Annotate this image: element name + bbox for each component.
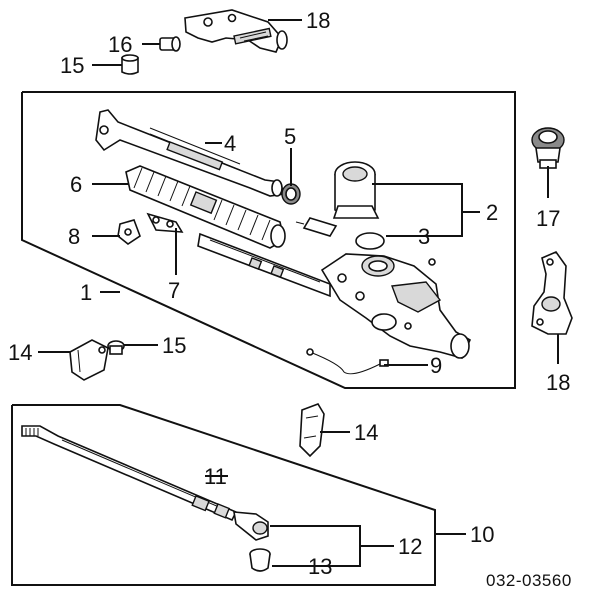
diagram-code: 032-03560 — [486, 571, 572, 590]
callout-14-right: 14 — [354, 420, 378, 445]
grommet-15-mid — [107, 340, 125, 355]
callout-4: 4 — [224, 131, 236, 156]
mount-bracket-right — [531, 251, 573, 335]
bushing-16 — [159, 36, 181, 52]
callout-8: 8 — [68, 224, 80, 249]
callout-13: 13 — [308, 554, 332, 579]
callout-2: 2 — [486, 200, 498, 225]
clip-7 — [146, 212, 184, 233]
seal-ring-5 — [281, 183, 301, 205]
tie-rod-nut-13 — [249, 548, 271, 572]
tie-rod-11 — [21, 425, 238, 522]
callout-7: 7 — [168, 278, 180, 303]
tie-rod-end-12 — [233, 511, 269, 541]
callout-1: 1 — [80, 280, 92, 305]
callout-3: 3 — [418, 224, 430, 249]
callout-14-left: 14 — [8, 340, 32, 365]
rack-boot-6 — [125, 165, 286, 249]
mount-plate-14-right — [299, 403, 325, 458]
tie-rod-boundary — [11, 404, 436, 586]
callout-18-top: 18 — [306, 8, 330, 33]
callout-11: 11 — [204, 464, 227, 489]
grommet-15-top — [121, 54, 139, 75]
mount-cap-17 — [531, 127, 565, 169]
mount-bracket-top — [184, 9, 288, 53]
mount-plate-14-left — [69, 339, 109, 381]
callout-6: 6 — [70, 172, 82, 197]
callout-15-top: 15 — [60, 53, 84, 78]
steering-gear-housing — [197, 232, 472, 359]
assembly-boundary-upper — [21, 91, 516, 389]
o-ring-3 — [355, 232, 385, 250]
callout-15-mid: 15 — [162, 333, 186, 358]
callout-10: 10 — [470, 522, 494, 547]
callout-16: 16 — [108, 32, 132, 57]
clamp-8 — [117, 219, 141, 245]
callout-12: 12 — [398, 534, 422, 559]
callout-5: 5 — [284, 124, 296, 149]
leader-lines — [38, 19, 559, 567]
callout-9: 9 — [430, 353, 442, 378]
sensor-wire-9 — [306, 348, 389, 375]
callout-17: 17 — [536, 206, 560, 231]
callout-18-right: 18 — [546, 370, 570, 395]
assist-motor-2 — [295, 161, 380, 237]
callout-labels: 16 15 18 4 5 6 8 7 1 2 3 9 14 15 14 17 1… — [8, 8, 570, 579]
rack-housing-tube-4 — [95, 109, 286, 197]
